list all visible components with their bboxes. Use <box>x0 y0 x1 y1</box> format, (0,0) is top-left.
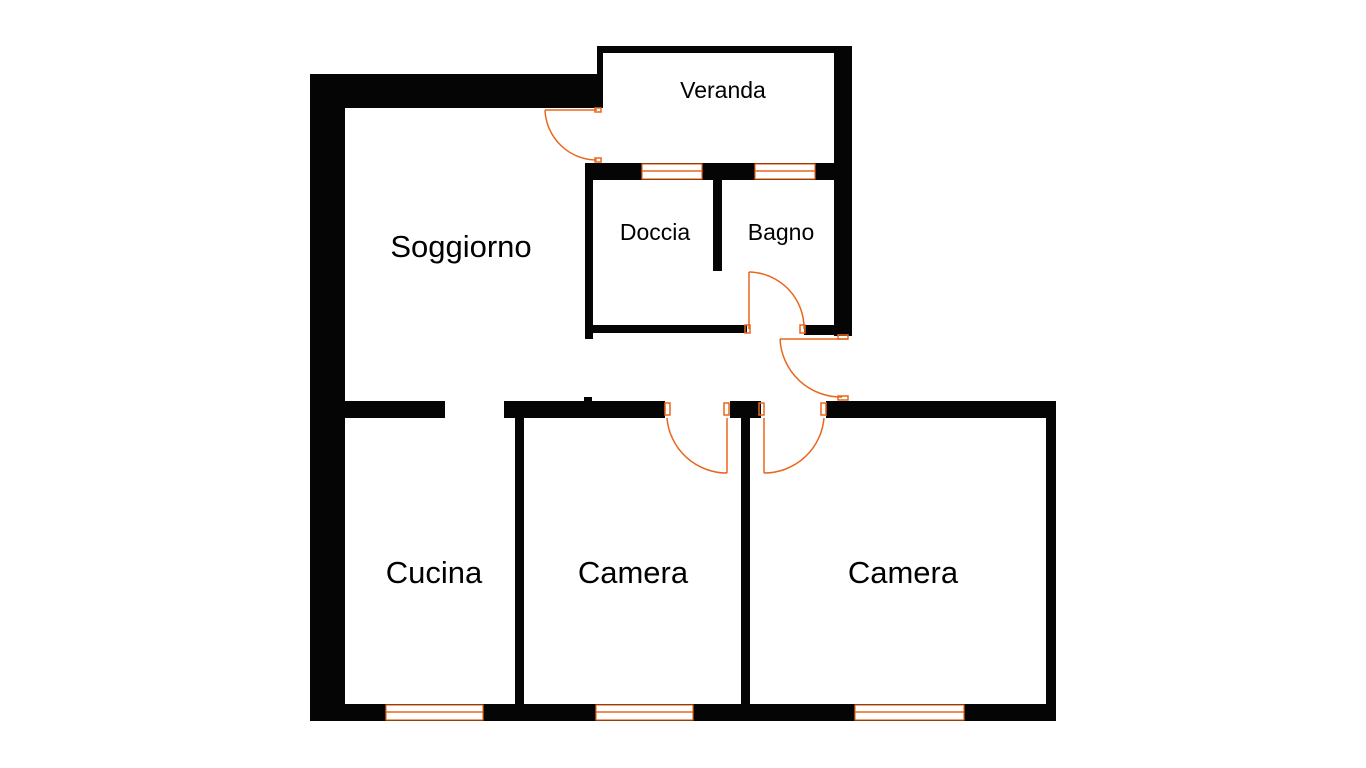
windows <box>385 163 965 721</box>
wall-outer-right <box>1046 401 1056 721</box>
wall-bath-left <box>585 163 593 339</box>
label-bagno: Bagno <box>748 219 815 245</box>
door-camera-2 <box>758 402 827 474</box>
walls <box>310 46 1056 721</box>
wall-veranda-left <box>597 46 603 108</box>
door-bagno <box>744 271 806 334</box>
door-veranda <box>544 107 602 163</box>
doors <box>544 107 849 474</box>
wall-bath-bottom-right <box>804 325 852 335</box>
wall-veranda-top <box>597 46 852 53</box>
room-labels: Veranda Doccia Bagno Soggiorno Cucina Ca… <box>386 77 959 590</box>
wall-camera-camera <box>741 401 750 707</box>
label-camera-1: Camera <box>578 555 689 590</box>
wall-outer-left <box>310 74 345 721</box>
wall-mid-center <box>504 401 665 418</box>
label-veranda: Veranda <box>680 77 766 103</box>
wall-mid-left <box>310 401 445 418</box>
wall-mid-right <box>826 401 1056 418</box>
wall-cucina-camera <box>515 401 524 707</box>
wall-veranda-right <box>834 46 852 336</box>
label-cucina: Cucina <box>386 555 483 590</box>
door-camera-1 <box>664 402 730 474</box>
wall-doccia-bagno <box>713 163 722 271</box>
label-camera-2: Camera <box>848 555 959 590</box>
label-soggiorno: Soggiorno <box>390 229 531 264</box>
door-corridor <box>779 334 849 401</box>
wall-outer-top <box>310 74 600 108</box>
wall-bath-bottom-left <box>585 325 747 333</box>
label-doccia: Doccia <box>620 219 691 245</box>
